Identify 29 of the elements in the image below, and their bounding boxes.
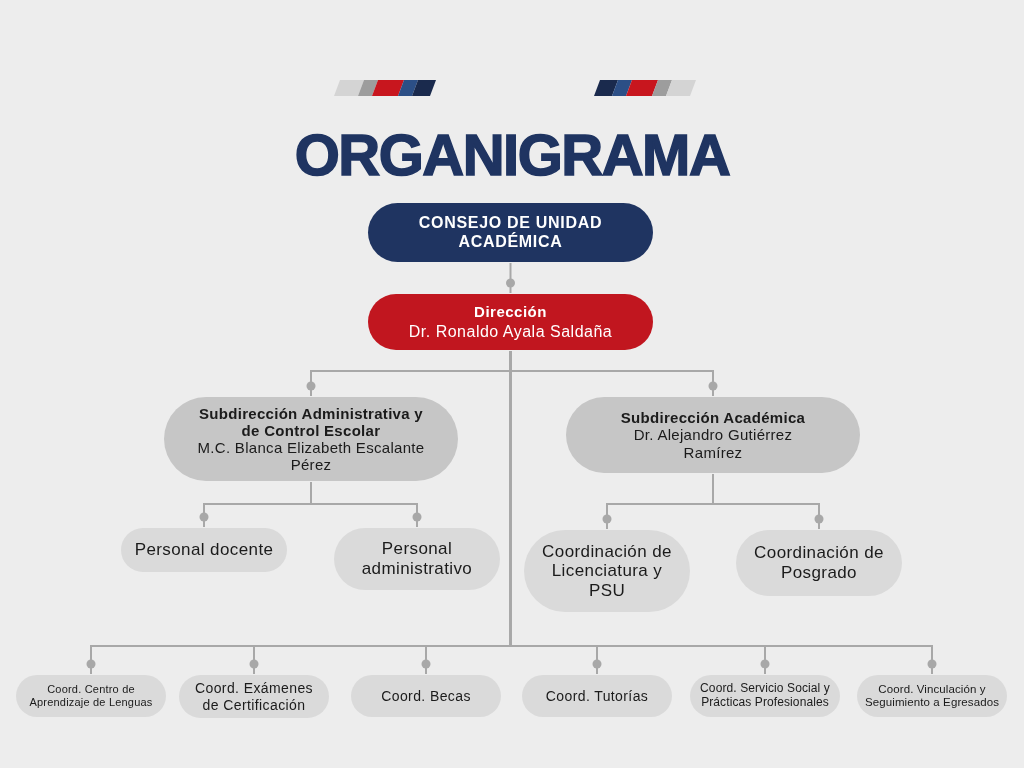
org-unit-pill [121, 528, 287, 572]
person-name: Dr. Alejandro Gutiérrez Ramírez [632, 426, 794, 461]
connector-line [506, 262, 515, 294]
unit-title: Dirección [474, 302, 547, 320]
org-unit-pill [179, 675, 329, 718]
unit-label: CONSEJO DE UNIDAD ACADÉMICA [417, 214, 604, 251]
person-name: Dr. Ronaldo Ayala Saldaña [408, 322, 613, 342]
org-unit-pill [522, 675, 672, 717]
unit-label: Coord. Tutorías [545, 687, 649, 705]
org-unit-pill [690, 675, 840, 717]
unit-title: Subdirección Académica [620, 409, 806, 427]
unit-label: Coord. Becas [381, 687, 471, 705]
unit-label: Coord. Vinculación y Seguimiento a Egresados [864, 682, 1000, 710]
person-name: M.C. Blanca Elizabeth Escalante Pérez [196, 439, 426, 474]
unit-title: Subdirección Administrativa y de Control Escolar [197, 404, 424, 439]
unit-label: Coordinación de Posgrado [753, 543, 885, 583]
unit-label: Coord. Exámenes de Certificación [193, 680, 315, 713]
connector-line [712, 473, 824, 530]
org-unit-pill [16, 675, 166, 717]
unit-label: Personal administrativo [360, 539, 474, 579]
org-unit-pill [351, 675, 501, 717]
org-unit-pill [857, 675, 1007, 717]
connector-line [310, 481, 422, 528]
org-unit-pill [368, 294, 653, 350]
unit-label: Personal docente [134, 540, 274, 560]
unit-label: Coord. Servicio Social y Prácticas Profesionales [699, 682, 831, 710]
unit-label: Coordinación de Licenciatura y PSU [541, 541, 673, 601]
unit-label: Coord. Centro de Aprendizaje de Lenguas [28, 683, 154, 709]
title: ORGANIGRAMA [294, 126, 730, 184]
